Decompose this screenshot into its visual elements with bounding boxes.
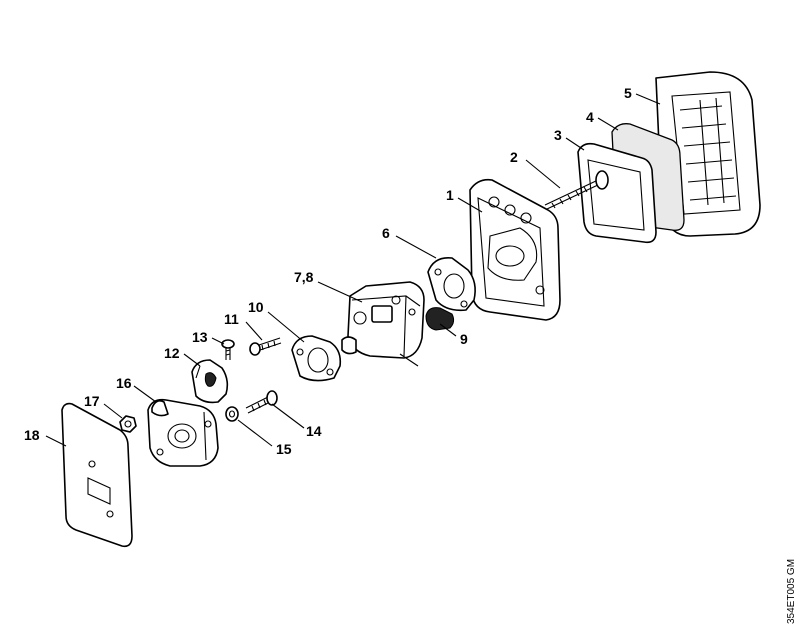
label-1: 1	[446, 187, 454, 203]
part-14-screw	[245, 390, 278, 414]
leader-7-8	[317, 281, 363, 303]
drawing-code: 354ET005 GM	[786, 559, 797, 624]
leader-2	[525, 159, 561, 189]
part-1-carburetor-box	[469, 178, 561, 321]
leader-14	[271, 403, 305, 429]
leader-3	[565, 137, 585, 151]
leader-10	[267, 311, 305, 343]
label-2: 2	[510, 149, 518, 165]
part-9-choke-lever	[425, 307, 455, 331]
label-7-8: 7,8	[294, 269, 314, 285]
part-11-screw	[249, 337, 282, 356]
label-3: 3	[554, 127, 562, 143]
part-17-nut	[119, 415, 137, 433]
leader-15	[237, 419, 273, 447]
label-14: 14	[306, 423, 322, 439]
part-6-gasket	[427, 256, 476, 312]
label-11: 11	[224, 311, 239, 327]
label-12: 12	[164, 345, 180, 361]
leader-11	[245, 321, 263, 341]
leader-lines	[45, 93, 661, 447]
label-18: 18	[24, 427, 40, 443]
part-labels: 5 4 3 2 1 6 7,8 9 10 11 13 12 14 15 16 1…	[24, 85, 632, 457]
leader-6	[395, 235, 437, 259]
part-18-gasket-plate	[61, 402, 133, 548]
leader-12	[183, 353, 201, 367]
part-16-manifold	[147, 398, 219, 467]
leader-17	[103, 403, 123, 419]
label-17: 17	[84, 393, 100, 409]
part-3-filter	[577, 142, 657, 244]
label-5: 5	[624, 85, 632, 101]
part-15-washer	[225, 406, 239, 422]
part-13-screw	[221, 339, 235, 360]
label-13: 13	[192, 329, 208, 345]
part-7-8-carburetor	[341, 281, 425, 367]
leader-13	[211, 337, 225, 345]
part-12-bracket	[191, 359, 229, 404]
label-6: 6	[382, 225, 390, 241]
label-16: 16	[116, 375, 132, 391]
leader-18	[45, 435, 67, 447]
leader-5	[635, 93, 661, 105]
label-10: 10	[248, 299, 264, 315]
leader-9	[439, 323, 457, 337]
label-4: 4	[586, 109, 594, 125]
label-15: 15	[276, 441, 292, 457]
leader-16	[133, 385, 157, 403]
leader-4	[597, 117, 619, 131]
part-10-gasket	[291, 335, 342, 382]
label-9: 9	[460, 331, 468, 347]
part-2-screw	[544, 170, 609, 210]
leader-1	[457, 197, 483, 213]
